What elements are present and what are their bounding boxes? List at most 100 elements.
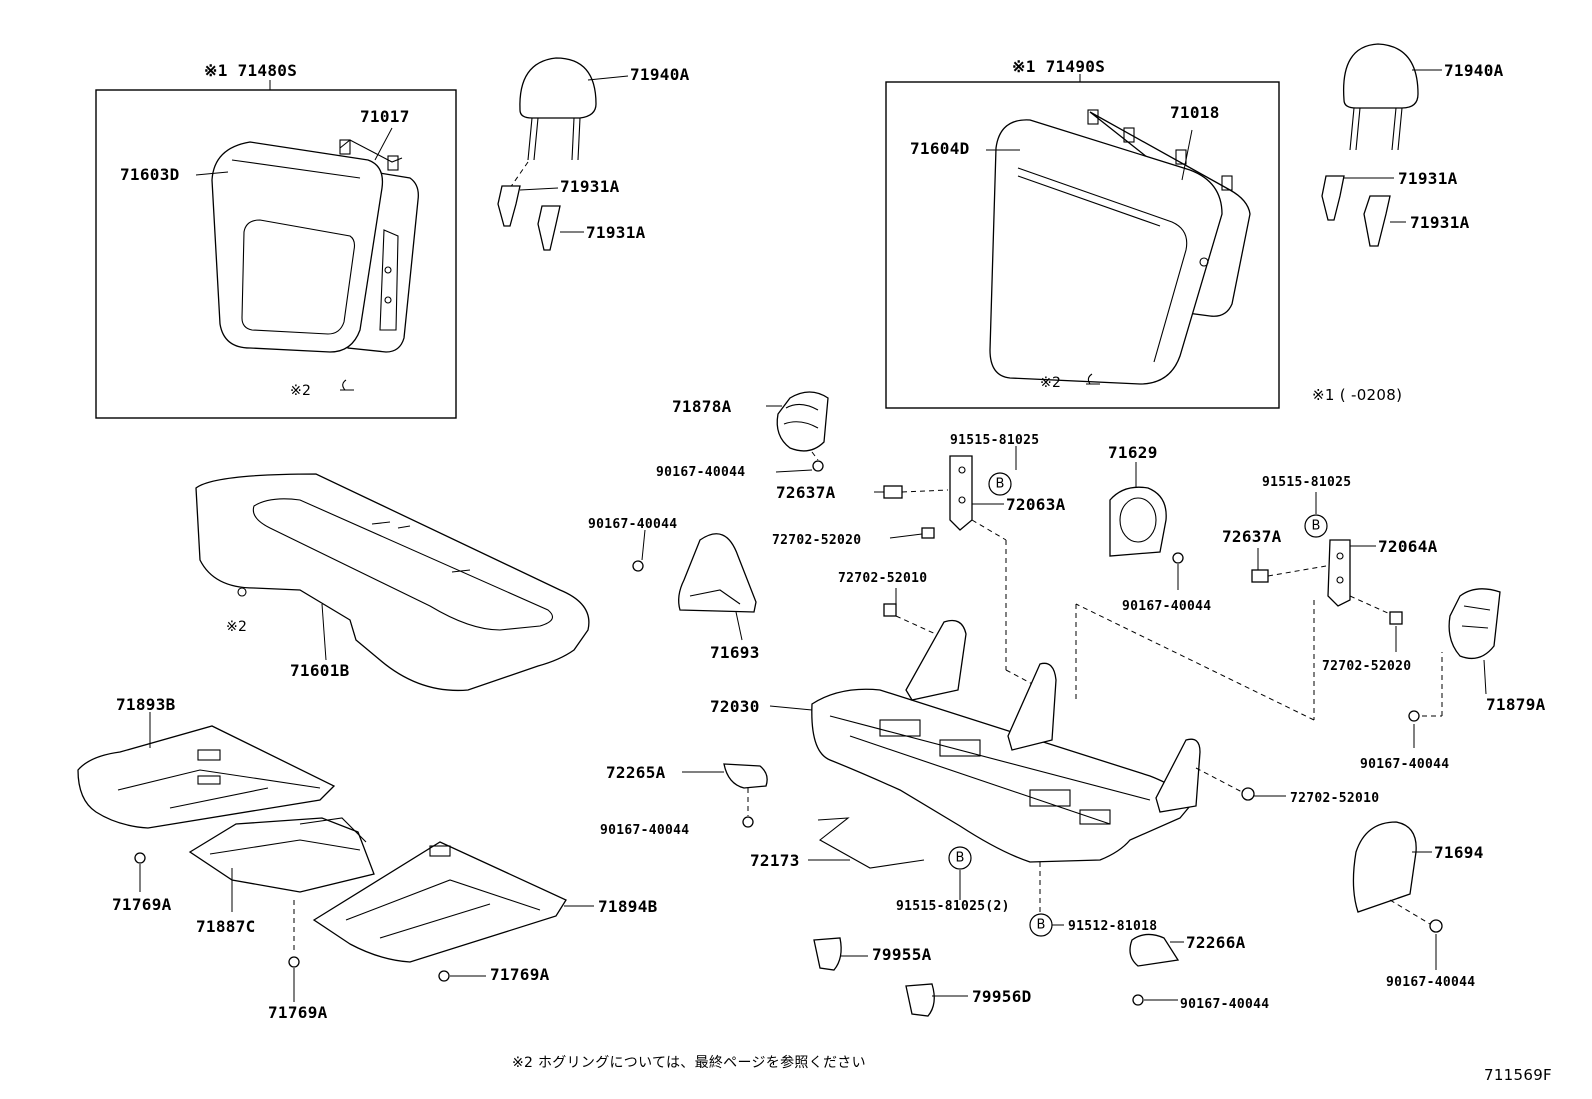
hinge-72063a bbox=[949, 455, 973, 531]
figure-code: 711569F bbox=[1484, 1066, 1552, 1084]
label-bolt-91515-qty2[interactable]: 91515-81025(2) bbox=[896, 899, 1010, 914]
label-shield-71879a[interactable]: 71879A bbox=[1486, 695, 1546, 714]
bolt-72702-52010-side bbox=[1241, 787, 1255, 801]
label-screw-90167-g[interactable]: 90167-40044 bbox=[1180, 997, 1270, 1012]
seatback-cover-lh bbox=[211, 141, 384, 353]
label-support-lh-2[interactable]: 71931A bbox=[586, 223, 646, 242]
headrest-rh bbox=[1342, 43, 1419, 109]
screw-90167-e bbox=[742, 816, 754, 828]
label-hog-ring-note-lh: ※2 bbox=[290, 383, 312, 399]
label-part-71629[interactable]: 71629 bbox=[1108, 443, 1158, 462]
seatback-lh-group-box bbox=[95, 89, 457, 419]
label-bolt-72702-52020-lh[interactable]: 72702-52020 bbox=[772, 533, 862, 548]
shield-71878a bbox=[776, 391, 829, 452]
label-screw-90167-e[interactable]: 90167-40044 bbox=[600, 823, 690, 838]
label-hog-ring-note-cushion: ※2 bbox=[226, 619, 248, 635]
label-support-rh-2[interactable]: 71931A bbox=[1410, 213, 1470, 232]
shield-71879a bbox=[1448, 588, 1501, 660]
label-screw-90167-f[interactable]: 90167-40044 bbox=[1386, 975, 1476, 990]
label-bolt-72702-52020-rh[interactable]: 72702-52020 bbox=[1322, 659, 1412, 674]
label-note-1-period: ※1 ( -0208) bbox=[1312, 386, 1403, 404]
marker-b-2: B bbox=[1312, 519, 1321, 534]
clip-71769a-left bbox=[134, 852, 146, 864]
label-screw-90167-a[interactable]: 90167-40044 bbox=[656, 465, 746, 480]
label-bolt-72702-52010-top[interactable]: 72702-52010 bbox=[838, 571, 928, 586]
label-clip-71769a-center[interactable]: 71769A bbox=[268, 1003, 328, 1022]
protector-71894b bbox=[312, 841, 567, 963]
label-hook-79955a[interactable]: 79955A bbox=[872, 945, 932, 964]
seatback-rh-group-box bbox=[885, 81, 1280, 409]
cover-72265a bbox=[723, 763, 768, 789]
label-clip-71769a-right[interactable]: 71769A bbox=[490, 965, 550, 984]
label-cover-rh[interactable]: 71604D bbox=[910, 139, 970, 158]
label-support-rh-1[interactable]: 71931A bbox=[1398, 169, 1458, 188]
cover-72266a bbox=[1129, 933, 1180, 967]
screw-90167-c bbox=[1172, 552, 1184, 564]
label-hook-79956d[interactable]: 79956D bbox=[972, 987, 1032, 1006]
seat-cushion bbox=[195, 473, 590, 692]
label-screw-90167-b[interactable]: 90167-40044 bbox=[588, 517, 678, 532]
cover-71693 bbox=[678, 533, 757, 613]
label-cover-72637a-rh[interactable]: 72637A bbox=[1222, 527, 1282, 546]
label-cover-71694[interactable]: 71694 bbox=[1434, 843, 1484, 862]
marker-b-4: B bbox=[1037, 918, 1046, 933]
label-bolt-91515-a[interactable]: 91515-81025 bbox=[950, 433, 1040, 448]
label-hinge-72064a[interactable]: 72064A bbox=[1378, 537, 1438, 556]
label-bolt-91512[interactable]: 91512-81018 bbox=[1068, 919, 1158, 934]
label-backframe-lh[interactable]: 71017 bbox=[360, 107, 410, 126]
label-bolt-72702-52010-side[interactable]: 72702-52010 bbox=[1290, 791, 1380, 806]
label-shield-71878a[interactable]: 71878A bbox=[672, 397, 732, 416]
label-bolt-91515-b[interactable]: 91515-81025 bbox=[1262, 475, 1352, 490]
clip-71769a-center bbox=[288, 956, 300, 968]
label-protector-71894b[interactable]: 71894B bbox=[598, 897, 658, 916]
label-cover-72637a-lh[interactable]: 72637A bbox=[776, 483, 836, 502]
headrest-support-rh-1 bbox=[1321, 175, 1345, 221]
screw-90167-f bbox=[1429, 919, 1443, 933]
label-seatback-assy-lh[interactable]: ※1 71480S bbox=[204, 61, 298, 80]
headrest-support-rh-2 bbox=[1363, 195, 1391, 247]
label-screw-90167-c[interactable]: 90167-40044 bbox=[1122, 599, 1212, 614]
headrest-support-lh-2 bbox=[537, 205, 561, 251]
seatback-frame-rh bbox=[1089, 111, 1251, 317]
frame-bracket-right bbox=[1155, 738, 1201, 813]
label-cover-72265a[interactable]: 72265A bbox=[606, 763, 666, 782]
part-71629 bbox=[1109, 486, 1167, 557]
label-hinge-72063a[interactable]: 72063A bbox=[1006, 495, 1066, 514]
screw-90167-a bbox=[812, 460, 824, 472]
bolt-72702-52010-top bbox=[883, 603, 897, 617]
cover-71694 bbox=[1352, 821, 1417, 913]
label-cover-72266a[interactable]: 72266A bbox=[1186, 933, 1246, 952]
label-screw-90167-d[interactable]: 90167-40044 bbox=[1360, 757, 1450, 772]
label-backframe-rh[interactable]: 71018 bbox=[1170, 103, 1220, 122]
bolt-72702-52020-rh bbox=[1389, 611, 1403, 625]
label-cushion-cover[interactable]: 71601B bbox=[290, 661, 350, 680]
label-seatback-assy-rh[interactable]: ※1 71490S bbox=[1012, 57, 1106, 76]
label-rod-72173[interactable]: 72173 bbox=[750, 851, 800, 870]
footnote-hog-ring: ※2 ホグリングについては、最終ページを参照ください bbox=[512, 1055, 866, 1071]
headrest-support-lh-1 bbox=[497, 185, 521, 227]
hinge-72064a bbox=[1327, 539, 1351, 607]
label-cover-lh[interactable]: 71603D bbox=[120, 165, 180, 184]
label-pad-71887c[interactable]: 71887C bbox=[196, 917, 256, 936]
label-headrest-lh[interactable]: 71940A bbox=[630, 65, 690, 84]
headrest-lh bbox=[519, 57, 597, 119]
protector-71893b bbox=[77, 725, 336, 829]
rod-72173 bbox=[817, 817, 925, 869]
label-clip-71769a-left[interactable]: 71769A bbox=[112, 895, 172, 914]
screw-90167-b bbox=[632, 560, 644, 572]
screw-90167-g bbox=[1132, 994, 1144, 1006]
marker-b-3: B bbox=[956, 851, 965, 866]
label-headrest-rh[interactable]: 71940A bbox=[1444, 61, 1504, 80]
marker-b-1: B bbox=[996, 477, 1005, 492]
frame-bracket-center bbox=[1007, 662, 1057, 751]
label-cover-71693[interactable]: 71693 bbox=[710, 643, 760, 662]
label-hog-ring-note-rh: ※2 bbox=[1040, 375, 1062, 391]
label-seat-frame-72030[interactable]: 72030 bbox=[710, 697, 760, 716]
label-protector-71893b[interactable]: 71893B bbox=[116, 695, 176, 714]
hook-79955a bbox=[813, 937, 842, 971]
label-support-lh-1[interactable]: 71931A bbox=[560, 177, 620, 196]
screw-90167-d bbox=[1408, 710, 1420, 722]
